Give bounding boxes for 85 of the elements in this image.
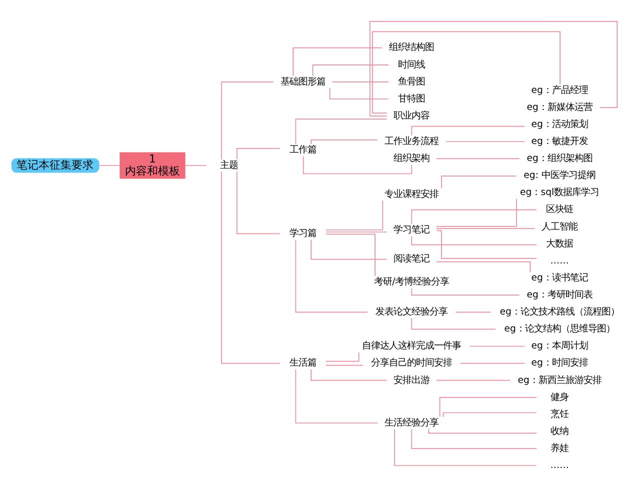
node-text: 烹饪 xyxy=(550,408,569,420)
connector xyxy=(326,200,384,230)
node-text: 养娃 xyxy=(550,442,569,454)
node-text: 主题 xyxy=(220,160,238,171)
node-text: 学习篇 xyxy=(289,228,316,240)
connector xyxy=(326,234,376,276)
node-text: 发表论文经验分享 xyxy=(376,306,448,318)
node-text: 时间线 xyxy=(398,59,426,70)
connector xyxy=(236,148,280,160)
connector xyxy=(436,198,517,227)
node-text: 职业内容 xyxy=(394,110,430,122)
node-text: 学习笔记 xyxy=(394,224,430,236)
connector xyxy=(221,82,274,160)
connector xyxy=(310,369,388,381)
connector xyxy=(295,369,378,424)
node-text: eg: 中医学习提纲 xyxy=(524,170,596,182)
node-text: eg：论文技术路线（流程图） xyxy=(500,306,620,318)
node-text: 生活经验分享 xyxy=(384,417,439,428)
node-text: 人工智能 xyxy=(542,221,578,232)
node-text: eg：活动策划 xyxy=(531,118,588,130)
connector xyxy=(310,239,388,260)
connector xyxy=(436,380,510,381)
connector xyxy=(326,352,360,362)
node-text: eg：敏捷开发 xyxy=(531,136,588,148)
node-text: eg：新西兰旅游安排 xyxy=(518,374,602,386)
node-text: 工作篇 xyxy=(289,144,316,156)
node-text: …… xyxy=(550,460,569,472)
connector xyxy=(295,239,368,313)
node-text: eg：sql数据库学习 xyxy=(520,187,600,198)
node-text: 考研/考博经验分享 xyxy=(374,276,450,288)
connector xyxy=(295,118,388,145)
node-text: 生活篇 xyxy=(289,358,316,369)
node-text: eg：新媒体运营 xyxy=(526,102,592,113)
connector xyxy=(310,140,378,145)
connector xyxy=(326,364,364,366)
node-text: eg：产品经理 xyxy=(531,84,588,96)
connector xyxy=(460,362,526,364)
connector xyxy=(236,171,280,234)
connector xyxy=(455,312,492,313)
node-text: 组织结构图 xyxy=(389,42,434,54)
connector xyxy=(436,261,531,272)
node-text: 基础图形篇 xyxy=(280,76,326,88)
node-text: eg：本周计划 xyxy=(531,340,588,352)
node-text: 甘特图 xyxy=(398,93,426,104)
connector xyxy=(312,64,389,76)
connector xyxy=(436,228,536,230)
connector xyxy=(369,20,618,116)
node-box: 1 内容和模板 xyxy=(120,152,186,179)
connector xyxy=(372,31,560,114)
connector xyxy=(184,165,207,166)
node-text: 区块链 xyxy=(546,204,574,216)
node-text: 收纳 xyxy=(550,426,569,437)
node-text: eg：考研时间表 xyxy=(526,289,592,300)
connector xyxy=(441,176,517,189)
connector xyxy=(436,230,537,259)
connector xyxy=(98,165,120,166)
node-text: 工作业务流程 xyxy=(384,136,439,148)
node-text: 分享自己的时间安排 xyxy=(371,358,452,369)
node-text: eg：时间安排 xyxy=(531,358,588,369)
node-text: 专业课程安排 xyxy=(384,188,439,200)
connector xyxy=(221,171,280,364)
node-box: 笔记本征集要求 xyxy=(11,158,100,173)
node-text: …… xyxy=(550,255,569,266)
node-text: 阅读笔记 xyxy=(394,254,430,265)
connector xyxy=(428,428,537,434)
node-text: eg：组织架构图 xyxy=(526,153,592,164)
connector xyxy=(411,209,537,225)
connector xyxy=(439,396,537,418)
connector xyxy=(442,412,537,418)
connector xyxy=(469,346,525,347)
node-text: 大数据 xyxy=(546,238,574,250)
connector xyxy=(411,236,537,246)
node-text: 鱼骨图 xyxy=(398,76,426,88)
connector xyxy=(292,47,382,76)
node-text: 安排出游 xyxy=(394,374,430,386)
node-text: 健身 xyxy=(550,392,569,403)
node-text: 自律达人这样完成一件事 xyxy=(362,340,462,352)
connector xyxy=(446,141,525,142)
connector xyxy=(329,88,389,100)
connector xyxy=(436,158,520,160)
node-text: eg：读书笔记 xyxy=(531,272,588,284)
connector xyxy=(411,428,537,449)
node-text: eg：论文结构（思维导图） xyxy=(504,324,615,335)
connector xyxy=(394,428,537,466)
node-text: 组织架构 xyxy=(394,153,430,164)
